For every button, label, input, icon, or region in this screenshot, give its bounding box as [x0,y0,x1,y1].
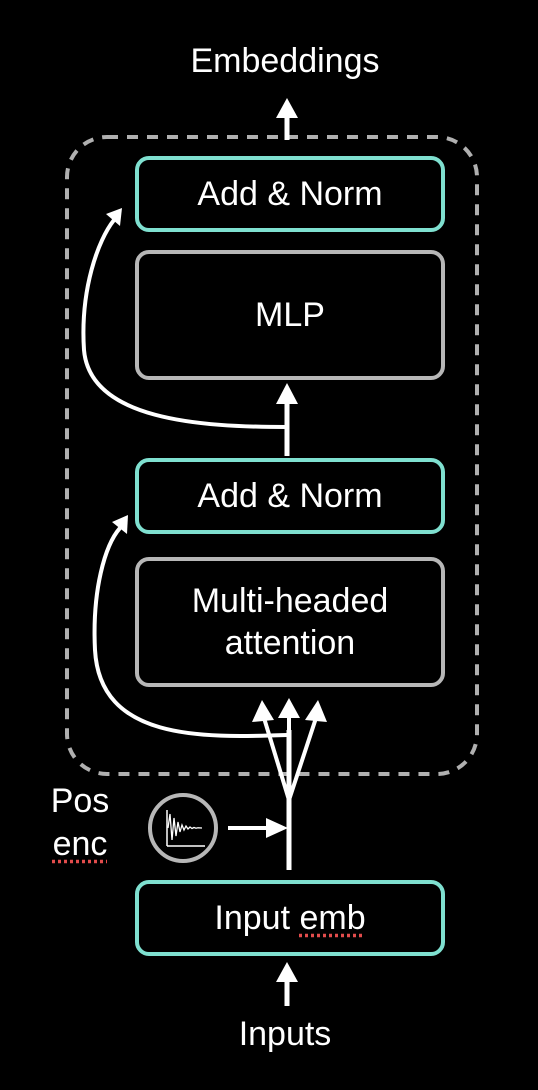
positional-encoding-label: Pos enc [40,780,120,865]
mlp-input-arrow-icon [276,383,298,456]
qkv-arrows-icon [252,698,327,800]
output-label: Embeddings [0,42,538,81]
add-norm-top-block: Add & Norm [135,156,445,232]
input-label: Inputs [0,1015,538,1054]
input-arrow-icon [276,962,298,1006]
pos-enc-arrow-icon [228,818,288,838]
pos-label-line1: Pos [40,780,120,823]
mlp-label: MLP [255,294,325,337]
attention-label-line1: Multi-headed [192,580,389,623]
input-emb-label-prefix: Input [214,897,299,940]
multi-headed-attention-block: Multi-headed attention [135,557,445,687]
add-norm-top-label: Add & Norm [197,173,382,216]
pos-label-line2: enc [40,823,120,866]
input-emb-block: Input emb [135,880,445,956]
mlp-block: MLP [135,250,445,380]
sine-wave-icon [147,792,219,864]
input-emb-label-word: emb [299,897,365,940]
add-norm-mid-block: Add & Norm [135,458,445,534]
output-arrow-icon [276,98,298,140]
add-norm-mid-label: Add & Norm [197,475,382,518]
attention-label-line2: attention [192,622,389,665]
